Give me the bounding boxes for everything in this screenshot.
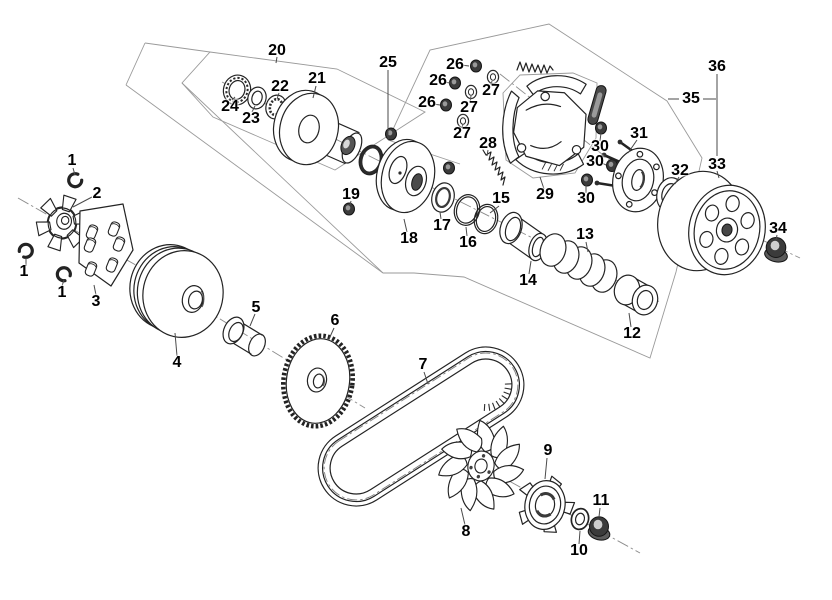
callout-13: 13 (576, 226, 594, 243)
callout-9: 9 (543, 442, 553, 459)
callout-28: 28 (479, 135, 497, 152)
part-1-retainer-clips (17, 172, 84, 283)
callout-11: 11 (592, 492, 610, 509)
callout-25: 25 (379, 54, 397, 71)
part-16-o-ring (453, 194, 481, 226)
callout-35: 35 (682, 90, 700, 107)
part-33-clutch-outer-bell (657, 170, 766, 276)
callout-36: 36 (708, 58, 726, 75)
callout-1c: 1 (57, 284, 67, 301)
part-17-bearing-ring (431, 182, 455, 213)
callout-27c: 27 (453, 125, 471, 142)
callout-20: 20 (268, 42, 286, 59)
callout-19: 19 (342, 186, 360, 203)
callout-14: 14 (519, 272, 537, 289)
callout-18: 18 (400, 230, 418, 247)
part-34-flange-nut (764, 237, 788, 263)
callout-7: 7 (418, 356, 428, 373)
callout-24: 24 (221, 98, 239, 115)
part-21-driven-face-assembly (272, 89, 363, 166)
callout-26c: 26 (418, 94, 436, 111)
callout-22: 22 (271, 78, 289, 95)
callout-27a: 27 (482, 82, 500, 99)
callout-30c: 30 (577, 190, 595, 207)
callout-leader-lines (25, 56, 778, 545)
callout-3: 3 (91, 293, 101, 310)
callout-5: 5 (251, 299, 261, 316)
part-6-starter-driven-gear (281, 333, 355, 429)
callout-32: 32 (671, 162, 689, 179)
part-10-washer (570, 507, 590, 531)
callout-26a: 26 (446, 56, 464, 73)
callout-23: 23 (242, 110, 260, 127)
callout-2: 2 (92, 185, 102, 202)
callout-6: 6 (330, 312, 340, 329)
callout-21: 21 (308, 70, 326, 87)
part-3-slider-guide-plate (78, 203, 134, 287)
callout-1b: 1 (19, 263, 29, 280)
callout-1a: 1 (67, 152, 77, 169)
callout-10: 10 (570, 542, 588, 559)
callout-29: 29 (536, 186, 554, 203)
part-7-drive-belt (317, 346, 525, 507)
part-8-fan-drive-face (438, 419, 525, 512)
clutch-shoe-spring (516, 61, 554, 74)
callout-31: 31 (630, 125, 648, 142)
callout-26b: 26 (429, 72, 447, 89)
callout-17: 17 (433, 217, 451, 234)
part-2-ramp-plate (35, 194, 89, 252)
callout-30a: 30 (591, 138, 609, 155)
part-24-needle-bearing (222, 74, 252, 106)
part-5-spacer-collar (222, 316, 266, 357)
callout-15: 15 (492, 190, 510, 207)
belt-cog-teeth (483, 383, 512, 411)
callout-4: 4 (172, 354, 182, 371)
part-28-clutch-spring (482, 149, 506, 186)
callout-34: 34 (769, 220, 787, 237)
part-4-drive-pulley-face (129, 244, 224, 338)
part-9-starter-ratchet (516, 475, 576, 536)
callout-27b: 27 (460, 99, 478, 116)
callout-8: 8 (461, 523, 471, 540)
part-13-compression-spring (539, 233, 618, 293)
clutch-damper (587, 85, 607, 125)
part-18-movable-driven-face (375, 138, 436, 214)
callout-16: 16 (459, 234, 477, 251)
part-29-clutch-shoe-assembly (502, 75, 587, 175)
part-11-flange-nut (587, 516, 611, 541)
part-31-drive-plate (594, 139, 664, 213)
callout-30b: 30 (586, 153, 604, 170)
callout-12: 12 (623, 325, 641, 342)
callout-33: 33 (708, 156, 726, 173)
part-15-o-ring (473, 203, 499, 235)
part-12-spring-seat (613, 274, 659, 316)
